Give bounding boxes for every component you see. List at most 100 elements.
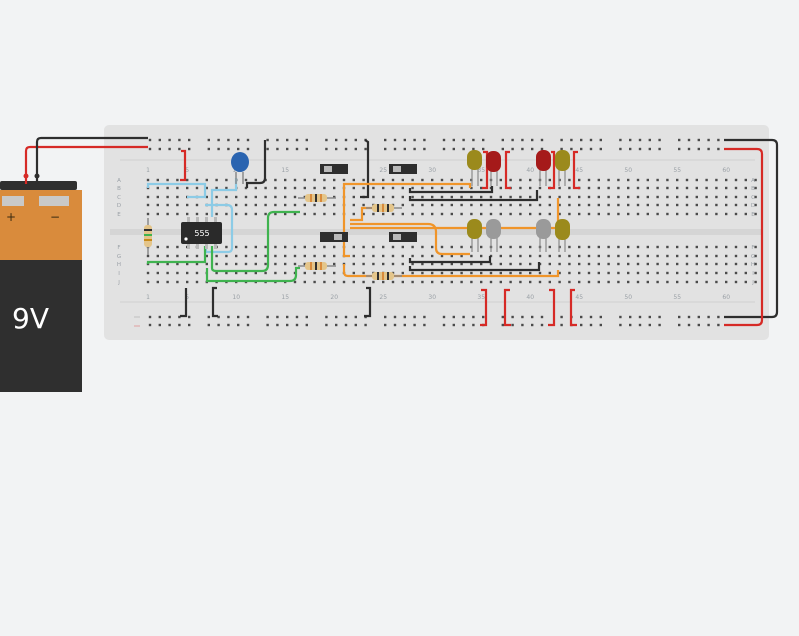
breadboard-hole[interactable] [715,186,718,190]
breadboard-hole[interactable] [697,323,700,327]
breadboard-hole[interactable] [293,203,297,207]
breadboard-hole[interactable] [146,203,150,207]
led-olive-2[interactable] [555,150,570,186]
breadboard-hole[interactable] [717,315,720,319]
breadboard-hole[interactable] [685,203,689,207]
breadboard-hole[interactable] [578,203,581,207]
breadboard-hole[interactable] [676,203,679,207]
breadboard-hole[interactable] [205,186,208,190]
breadboard-hole[interactable] [656,195,659,199]
breadboard-hole[interactable] [362,186,365,190]
breadboard-hole[interactable] [558,245,561,249]
breadboard-hole[interactable] [489,271,493,275]
breadboard-hole[interactable] [352,280,355,284]
ic-555-timer[interactable]: 555 [181,217,222,249]
breadboard-hole[interactable] [538,254,542,258]
breadboard-hole[interactable] [646,280,649,284]
breadboard-hole[interactable] [529,186,532,190]
breadboard-hole[interactable] [352,262,355,266]
breadboard-hole[interactable] [568,212,571,216]
breadboard-hole[interactable] [225,186,228,190]
breadboard-hole[interactable] [685,245,689,249]
breadboard-hole[interactable] [235,203,238,207]
breadboard-hole[interactable] [678,138,681,142]
breadboard-hole[interactable] [244,262,248,266]
breadboard-hole[interactable] [156,280,159,284]
breadboard-hole[interactable] [274,245,277,249]
breadboard-hole[interactable] [168,315,171,319]
breadboard-hole[interactable] [646,245,649,249]
breadboard-hole[interactable] [460,280,463,284]
breadboard-hole[interactable] [146,280,150,284]
breadboard-hole[interactable] [333,203,336,207]
breadboard-hole[interactable] [166,186,169,190]
breadboard-hole[interactable] [725,262,728,266]
breadboard-hole[interactable] [264,203,267,207]
breadboard-hole[interactable] [676,212,679,216]
breadboard-hole[interactable] [333,186,336,190]
breadboard-hole[interactable] [372,212,375,216]
breadboard-hole[interactable] [421,262,424,266]
breadboard-hole[interactable] [274,262,277,266]
resistor-1[interactable] [298,194,336,202]
breadboard-hole[interactable] [431,271,434,275]
breadboard-hole[interactable] [284,262,287,266]
rail-link-black[interactable] [724,138,779,319]
breadboard-hole[interactable] [266,323,269,327]
breadboard-hole[interactable] [646,271,649,275]
breadboard-hole[interactable] [685,254,689,258]
breadboard-hole[interactable] [540,315,544,319]
breadboard-hole[interactable] [470,254,473,258]
breadboard-hole[interactable] [627,203,630,207]
breadboard-hole[interactable] [333,271,336,275]
breadboard-hole[interactable] [599,315,602,319]
breadboard-hole[interactable] [529,262,532,266]
breadboard-hole[interactable] [678,323,681,327]
breadboard-hole[interactable] [217,315,220,319]
breadboard-hole[interactable] [707,315,710,319]
breadboard-hole[interactable] [705,254,708,258]
breadboard-hole[interactable] [254,203,257,207]
breadboard-hole[interactable] [587,178,591,182]
breadboard-hole[interactable] [666,271,669,275]
breadboard-hole[interactable] [158,323,161,327]
breadboard-hole[interactable] [715,280,718,284]
breadboard-hole[interactable] [186,186,189,190]
breadboard-hole[interactable] [607,178,610,182]
breadboard-hole[interactable] [734,195,738,199]
breadboard-hole[interactable] [188,323,191,327]
breadboard-hole[interactable] [284,186,287,190]
breadboard-hole[interactable] [754,245,757,249]
breadboard-hole[interactable] [578,212,581,216]
breadboard-hole[interactable] [558,186,561,190]
breadboard-hole[interactable] [607,262,610,266]
breadboard-hole[interactable] [734,254,738,258]
breadboard-hole[interactable] [195,280,199,284]
breadboard-hole[interactable] [276,323,279,327]
breadboard-hole[interactable] [648,315,651,319]
breadboard-hole[interactable] [158,138,161,142]
breadboard-hole[interactable] [676,280,679,284]
breadboard-hole[interactable] [499,245,502,249]
breadboard-hole[interactable] [568,203,571,207]
breadboard-hole[interactable] [725,203,728,207]
breadboard-hole[interactable] [587,254,591,258]
resistor-vertical[interactable] [144,218,152,255]
breadboard-hole[interactable] [617,262,620,266]
breadboard-hole[interactable] [295,138,299,142]
breadboard-hole[interactable] [666,262,669,266]
breadboard-hole[interactable] [440,254,444,258]
breadboard-hole[interactable] [589,315,593,319]
breadboard-hole[interactable] [501,138,504,142]
breadboard-hole[interactable] [489,262,493,266]
breadboard-hole[interactable] [352,195,355,199]
breadboard-hole[interactable] [511,138,514,142]
breadboard-hole[interactable] [166,262,169,266]
led-gray-2[interactable] [536,219,551,252]
breadboard-hole[interactable] [333,245,336,249]
breadboard-hole[interactable] [578,195,581,199]
breadboard-hole[interactable] [333,262,336,266]
breadboard-hole[interactable] [519,262,522,266]
breadboard-hole[interactable] [648,147,651,151]
breadboard-hole[interactable] [715,195,718,199]
